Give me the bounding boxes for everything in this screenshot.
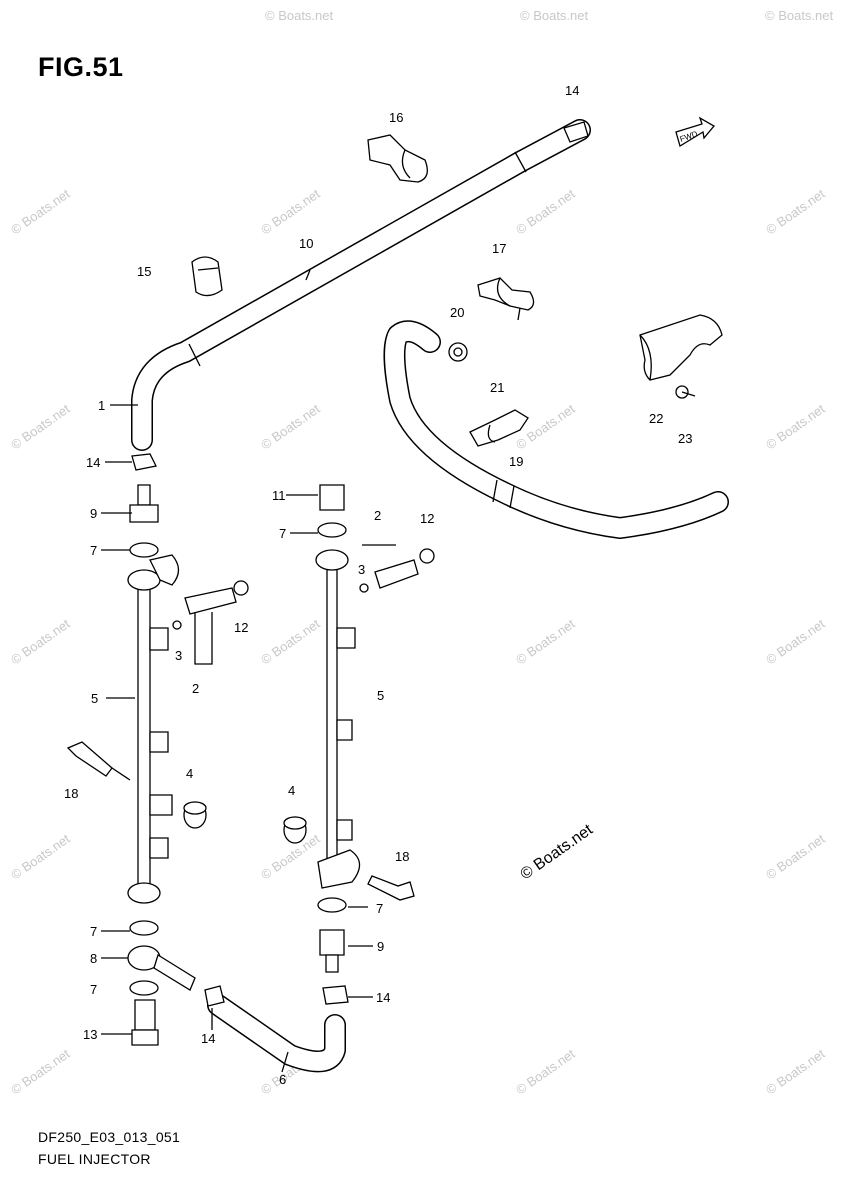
callout-label: 4 [186, 766, 193, 781]
watermark: © Boats.net [513, 1046, 578, 1098]
callout-label: 16 [389, 110, 403, 125]
callout-label: 13 [83, 1027, 97, 1042]
callout-label: 11 [272, 488, 286, 503]
callout-labels: 14 16 10 15 17 20 21 19 22 23 1 14 9 7 1… [64, 83, 692, 1087]
callout-label: 10 [299, 236, 313, 251]
gasket-7-left-bottom [129, 920, 159, 936]
watermark: © Boats.net [513, 186, 578, 238]
figure-title: FIG.51 [38, 52, 124, 82]
callout-label: 4 [288, 783, 295, 798]
gasket-7-left-lowest [129, 980, 159, 996]
clamp-14-lower-right [322, 985, 349, 1005]
figure-code: DF250_E03_013_051 [38, 1129, 181, 1145]
watermark: © Boats.net [8, 831, 73, 883]
callout-label: 6 [279, 1072, 286, 1087]
fitting-9-left [129, 484, 159, 523]
watermark: © Boats.net [763, 186, 828, 238]
fuel-hose-right [383, 320, 729, 539]
leader-lines [101, 269, 373, 1073]
watermark: © Boats.net [258, 616, 323, 668]
callout-label: 12 [420, 511, 434, 526]
watermark: © Boats.net [258, 186, 323, 238]
clamp-20 [448, 342, 468, 362]
figure-name: FUEL INJECTOR [38, 1151, 151, 1167]
watermark: © Boats.net [763, 831, 828, 883]
watermark: © Boats.net [258, 401, 323, 453]
forward-arrow-icon: FWD [675, 116, 715, 147]
callout-label: 3 [175, 648, 182, 663]
callout-label: 19 [509, 454, 523, 469]
gasket-7-left-top [129, 542, 159, 558]
fitting-9-right [319, 929, 345, 973]
clamp-14-lower-left [204, 985, 225, 1007]
clamp-14-left [131, 453, 157, 471]
callout-label: 8 [90, 951, 97, 966]
fuel-hose-10 [131, 119, 591, 451]
watermark: © Boats.net [763, 616, 828, 668]
callout-label: 17 [492, 241, 506, 256]
callout-label: 1 [98, 398, 105, 413]
callout-label: 15 [137, 264, 151, 279]
bushing-4-left [183, 801, 207, 829]
callout-label: 7 [90, 543, 97, 558]
gasket-7-right-bottom [317, 897, 347, 913]
callout-label: 3 [358, 562, 365, 577]
clamp-14-top [563, 121, 589, 143]
watermark: © Boats.net [8, 1046, 73, 1098]
watermark: © Boats.net [8, 186, 73, 238]
callout-label: 2 [192, 681, 199, 696]
callout-label: 9 [90, 506, 97, 521]
watermark: © Boats.net [763, 401, 828, 453]
callout-label: 23 [678, 431, 692, 446]
injector-left [172, 580, 249, 665]
watermark: © Boats.net [8, 401, 73, 453]
watermark: © Boats.net [265, 8, 334, 23]
callout-label: 14 [86, 455, 100, 470]
watermark: © Boats.net [520, 8, 589, 23]
callout-label: 12 [234, 620, 248, 635]
watermark: © Boats.net [763, 1046, 828, 1098]
watermark: © Boats.net [8, 616, 73, 668]
bushing-4-right [283, 816, 307, 844]
bolt-18-right [367, 875, 415, 901]
callout-label: 21 [490, 380, 504, 395]
clamp-16 [367, 134, 428, 183]
callout-label: 18 [395, 849, 409, 864]
callout-label: 7 [376, 901, 383, 916]
callout-label: 7 [90, 924, 97, 939]
watermark-large: © Boats.net [518, 821, 597, 883]
fuel-hose-6 [207, 994, 346, 1073]
callout-label: 22 [649, 411, 663, 426]
injector-right [359, 544, 435, 593]
callout-label: 5 [91, 691, 98, 706]
callout-label: 18 [64, 786, 78, 801]
fuel-rail-left [127, 554, 180, 904]
fuel-rail-right [315, 549, 361, 889]
bolt-13 [131, 999, 159, 1046]
callout-label: 5 [377, 688, 384, 703]
union-8 [127, 945, 196, 991]
callout-label: 14 [376, 990, 390, 1005]
watermark: © Boats.net [513, 616, 578, 668]
clamp-17 [477, 277, 535, 321]
plug-11 [319, 484, 345, 511]
callout-label: 7 [279, 526, 286, 541]
bolt-18-left [66, 741, 131, 781]
callout-label: 14 [565, 83, 579, 98]
callout-label: 2 [374, 508, 381, 523]
callout-label: 14 [201, 1031, 215, 1046]
callout-label: 9 [377, 939, 384, 954]
bracket-22 [639, 314, 723, 399]
clamp-21 [469, 409, 529, 447]
callout-label: 20 [450, 305, 464, 320]
callout-label: 7 [90, 982, 97, 997]
clamp-15 [191, 256, 223, 297]
watermark: © Boats.net [765, 8, 834, 23]
gasket-7-right-top [317, 522, 347, 538]
